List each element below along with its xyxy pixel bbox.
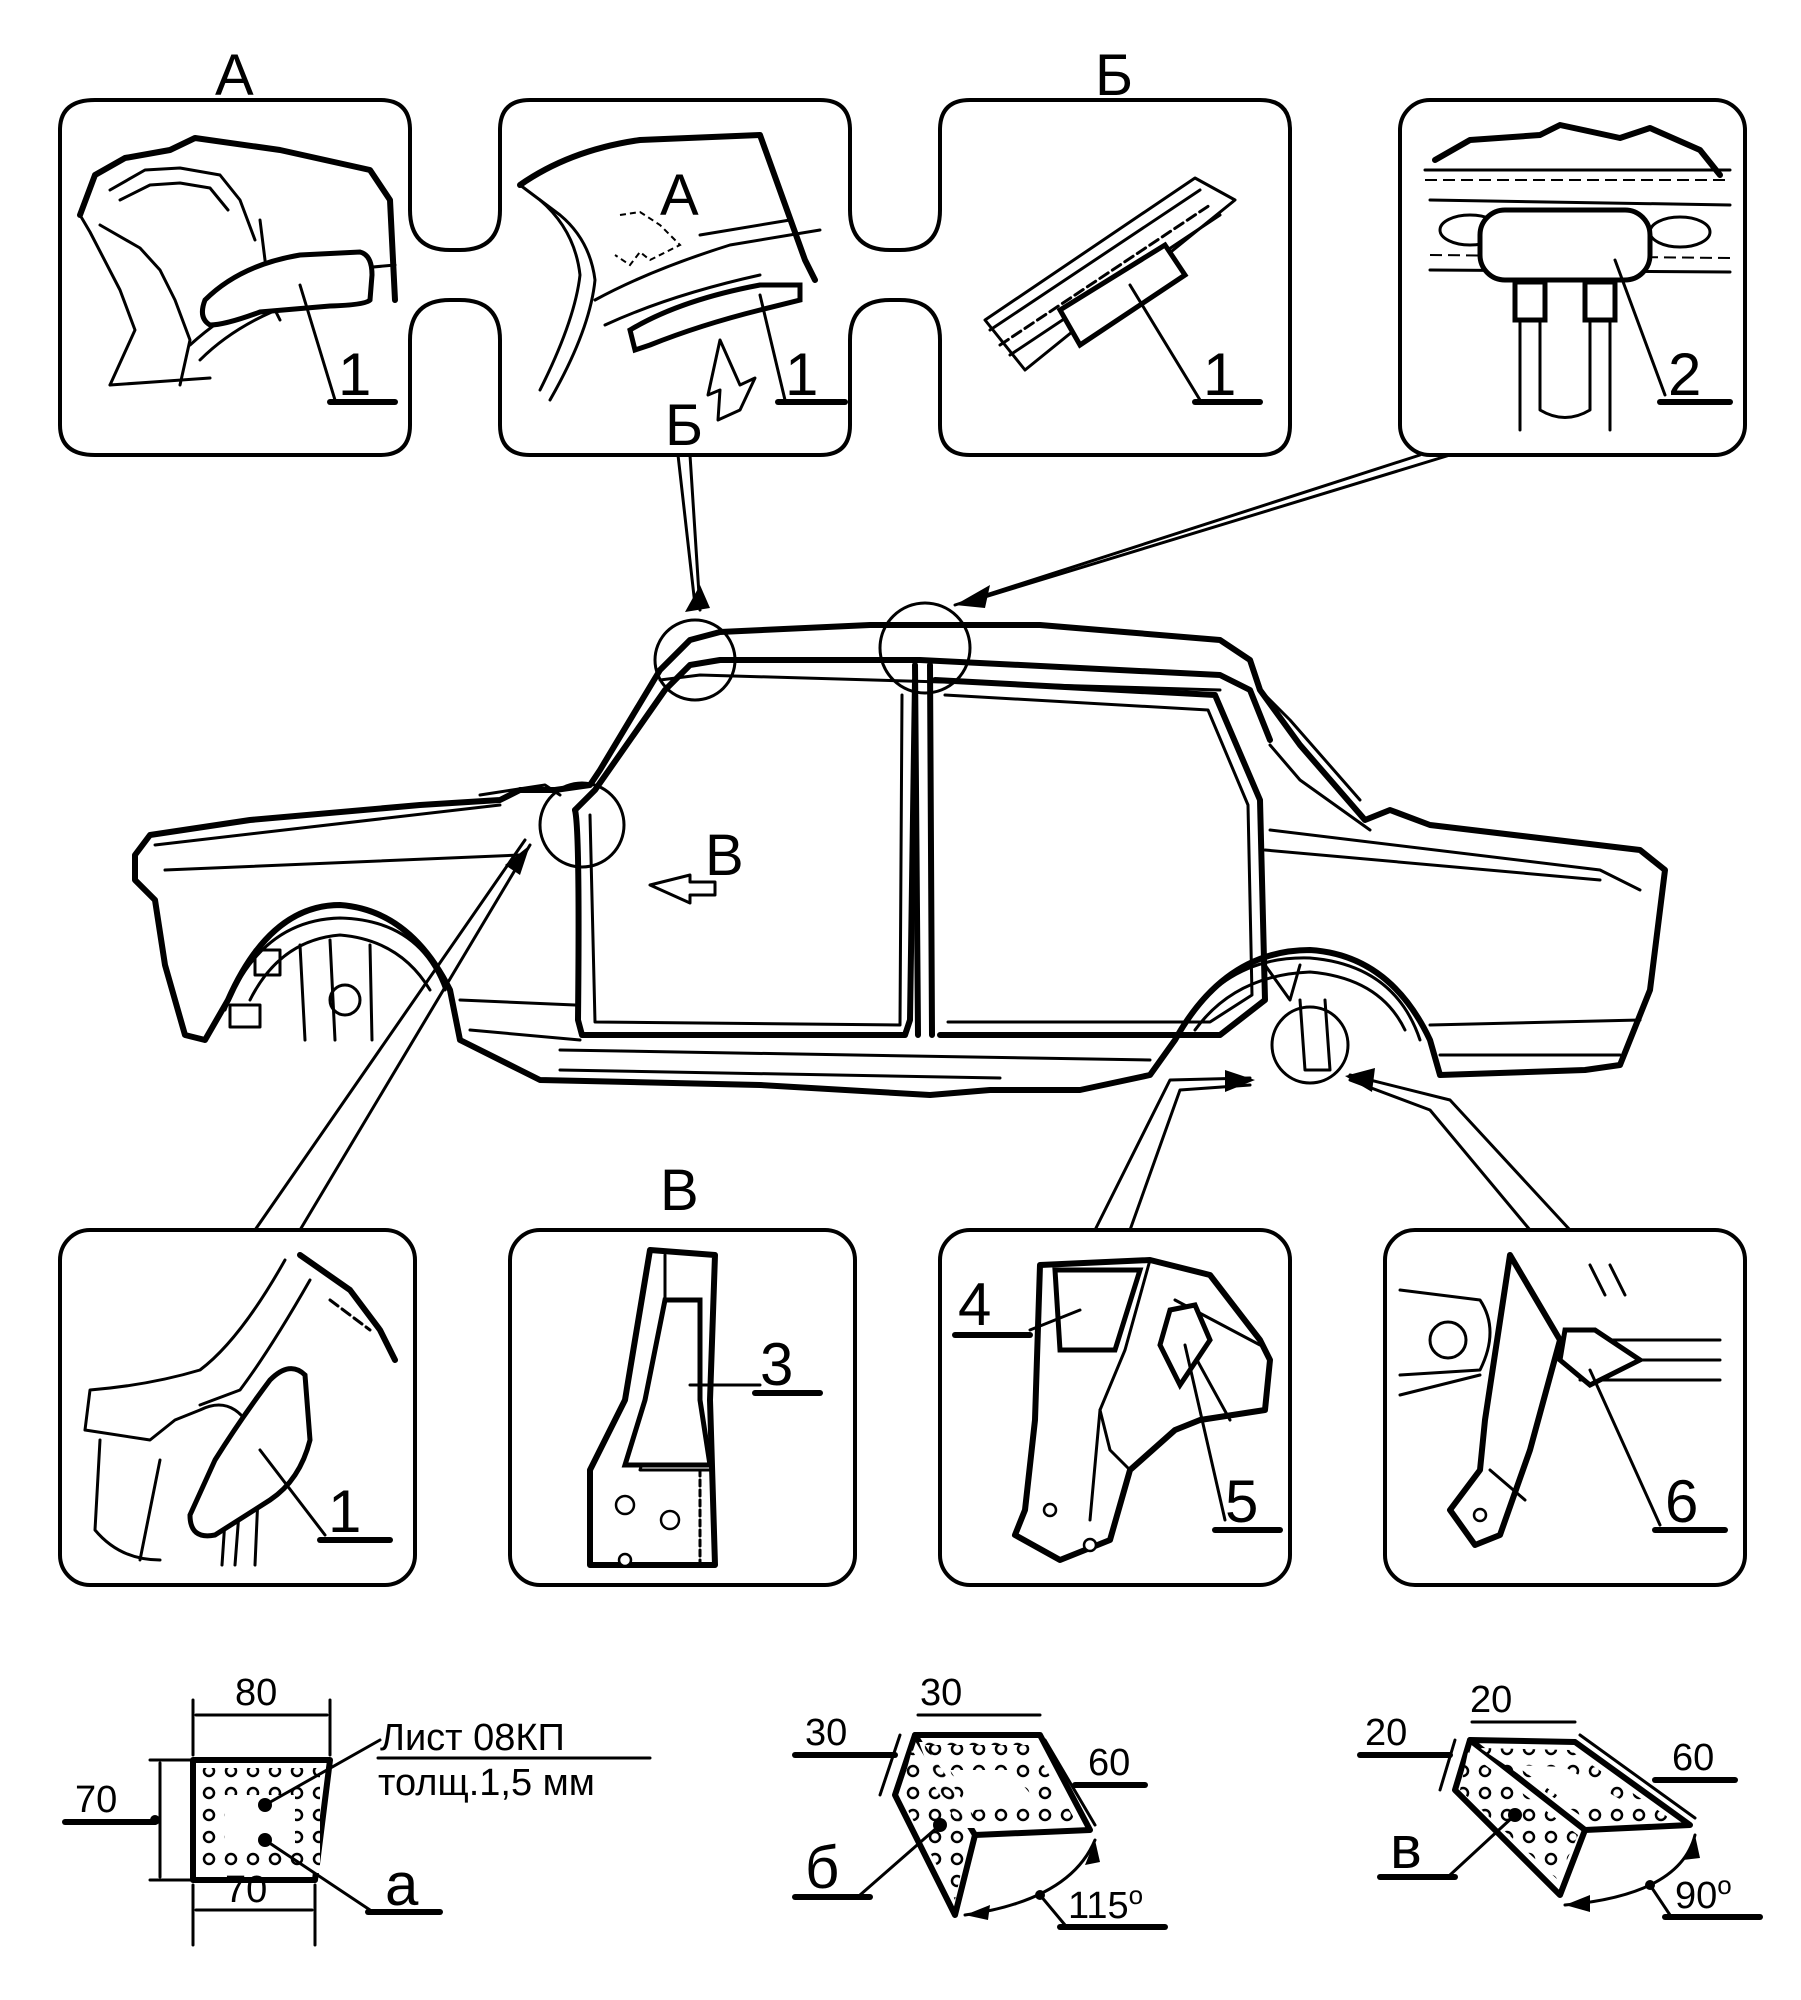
- patch-b: б 30 30 60 115о: [792, 1672, 1168, 1930]
- dim-b-top: 30: [920, 1672, 962, 1714]
- dim-a-height: 70: [75, 1779, 117, 1821]
- panel-view-inner: А Б 1: [517, 132, 848, 458]
- patch-letter-b: б: [805, 1834, 839, 1901]
- panel-view-b: 1: [983, 176, 1263, 408]
- material-line2: толщ.1,5 мм: [378, 1762, 595, 1804]
- patch-v: в 20 20 60 90о: [1357, 1679, 1763, 1920]
- callout-1a: 1: [338, 341, 371, 408]
- callout-2: 2: [1668, 341, 1701, 408]
- callout-6: 6: [1665, 1468, 1698, 1535]
- angle-v: 90о: [1675, 1870, 1732, 1917]
- callout-1b: 1: [785, 341, 818, 408]
- inset-mark-a: А: [660, 163, 699, 228]
- dim-b-left: 30: [805, 1712, 847, 1754]
- callout-1c: 1: [1203, 341, 1236, 408]
- patch-letter-a: а: [385, 1851, 419, 1918]
- panel-arch-6: 6: [1383, 1228, 1747, 1587]
- dim-v-top: 20: [1470, 1679, 1512, 1721]
- panel-arch-4-5: 4 5: [938, 1228, 1292, 1587]
- patch-a: 80 70 70 Лист 08КП толщ.1,5 мм а: [62, 1672, 652, 1947]
- panel-pillar-lower-a: 1: [58, 1228, 417, 1587]
- top-panels-frame: [58, 98, 1292, 457]
- dim-b-right: 60: [1088, 1742, 1130, 1784]
- patch-letter-v: в: [1390, 1814, 1422, 1881]
- dim-a-bottom: 70: [225, 1869, 267, 1911]
- panel-view-a: 1: [77, 135, 398, 408]
- panel-pillar-top: 2: [1398, 98, 1747, 457]
- car-mark-v: В: [705, 823, 744, 888]
- dim-a-top: 80: [235, 1672, 277, 1714]
- callout-1d: 1: [328, 1478, 361, 1545]
- leaders: [253, 453, 1572, 1232]
- dim-v-right: 60: [1672, 1737, 1714, 1779]
- car-body: В: [132, 601, 1668, 1098]
- view-b-title: Б: [1095, 43, 1133, 108]
- panel-view-v: 3: [508, 1228, 857, 1587]
- angle-b: 115о: [1068, 1880, 1143, 1927]
- callout-4: 4: [958, 1271, 991, 1338]
- callout-5: 5: [1225, 1468, 1258, 1535]
- inset-mark-b: Б: [665, 393, 703, 458]
- dim-v-left: 20: [1365, 1712, 1407, 1754]
- material-line1: Лист 08КП: [380, 1717, 565, 1759]
- callout-3: 3: [760, 1331, 793, 1398]
- view-v-title: В: [660, 1158, 699, 1223]
- view-a-title: А: [215, 43, 254, 108]
